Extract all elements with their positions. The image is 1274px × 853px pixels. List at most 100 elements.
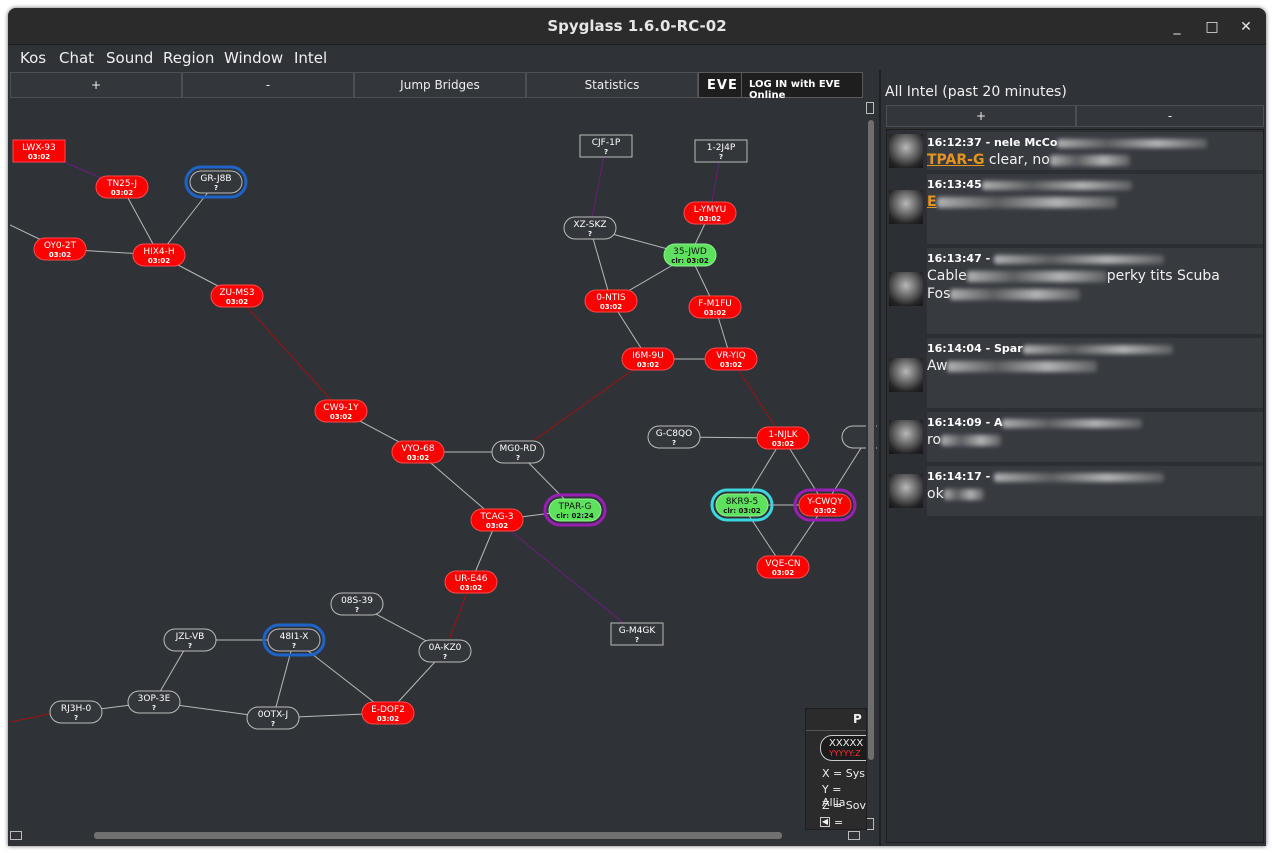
- system-node[interactable]: TCAG-303:02: [470, 508, 524, 532]
- minimize-icon[interactable]: _: [1173, 19, 1181, 35]
- system-timer: 03:02: [377, 715, 399, 723]
- system-node[interactable]: 1-2J4P?: [694, 139, 748, 163]
- menu-intel[interactable]: Intel: [294, 49, 328, 67]
- message-separator: -: [981, 342, 994, 355]
- zoom-in-button[interactable]: +: [10, 72, 182, 98]
- system-node-shape: [621, 347, 675, 371]
- intel-message-list[interactable]: 16:12:37 - nele McCo TPAR-G clear, no 16…: [886, 129, 1264, 843]
- system-timer: 03:02: [148, 257, 170, 265]
- avatar[interactable]: [889, 190, 923, 224]
- title-bar[interactable]: Spyglass 1.6.0-RC-02 _ □ ✕: [8, 8, 1266, 45]
- jump-bridges-button[interactable]: Jump Bridges: [354, 72, 526, 98]
- connection-line: [730, 358, 784, 439]
- system-node[interactable]: 3OP-3E?: [127, 690, 181, 714]
- system-node[interactable]: 0OTX-J?: [246, 706, 300, 730]
- intel-add-button[interactable]: +: [886, 105, 1076, 127]
- system-node[interactable]: TN25-J03:02: [95, 175, 149, 199]
- system-node[interactable]: XZ-SKZ?: [563, 216, 617, 240]
- legend-line-x: X = Sys: [822, 767, 865, 780]
- splitter[interactable]: [879, 70, 881, 846]
- statistics-button[interactable]: Statistics: [526, 72, 698, 98]
- avatar[interactable]: [889, 420, 923, 454]
- scroll-left-arrow-icon[interactable]: [10, 831, 22, 840]
- intel-message[interactable]: 16:12:37 - nele McCo TPAR-G clear, no: [927, 132, 1263, 170]
- eve-logo: EVE: [707, 78, 738, 93]
- message-time: 16:14:09: [927, 416, 982, 429]
- map-horizontal-scrollbar[interactable]: [10, 830, 868, 842]
- maximize-icon[interactable]: □: [1205, 19, 1219, 35]
- system-name: 0A-KZ0: [429, 643, 462, 653]
- system-name: VQE-CN: [765, 559, 800, 569]
- system-link[interactable]: E: [927, 194, 937, 210]
- eve-separator: [741, 73, 742, 97]
- intel-message[interactable]: 16:14:17 - ok: [927, 466, 1263, 516]
- system-node[interactable]: RJ3H-0?: [49, 700, 103, 724]
- system-node-shape: [647, 425, 701, 449]
- menu-chat[interactable]: Chat: [59, 49, 95, 67]
- zoom-out-button[interactable]: -: [182, 72, 354, 98]
- intel-remove-button[interactable]: -: [1076, 105, 1264, 127]
- avatar[interactable]: [889, 474, 923, 508]
- menu-sound[interactable]: Sound: [106, 49, 154, 67]
- vertical-scroll-thumb[interactable]: [868, 120, 874, 760]
- system-timer: 03:02: [226, 298, 248, 306]
- message-author: A: [993, 416, 1003, 429]
- menu-region[interactable]: Region: [163, 49, 215, 67]
- out-arrow-icon: ◀: [820, 817, 830, 827]
- system-node[interactable]: 48I1-X?: [262, 623, 326, 657]
- system-node[interactable]: MG0-RD?: [491, 440, 545, 464]
- redacted-text: [941, 434, 1002, 446]
- system-node[interactable]: GR-J8B?: [184, 165, 248, 199]
- avatar[interactable]: [889, 358, 923, 392]
- horizontal-scroll-thumb[interactable]: [94, 832, 782, 839]
- scroll-down-arrow-icon[interactable]: [866, 818, 874, 830]
- intel-message[interactable]: 16:14:04 - Spar Aw: [927, 338, 1263, 408]
- system-node[interactable]: 08S-39?: [330, 592, 384, 616]
- menu-window[interactable]: Window: [224, 49, 284, 67]
- system-highlight-ring: [262, 623, 326, 657]
- message-text: Cable: [927, 268, 967, 284]
- system-node[interactable]: 0A-KZ0?: [418, 639, 472, 663]
- system-link[interactable]: TPAR-G: [927, 152, 985, 168]
- scroll-right-arrow-icon[interactable]: [848, 831, 860, 840]
- avatar[interactable]: [889, 272, 923, 306]
- system-node[interactable]: JZL-VB?: [163, 628, 217, 652]
- system-name: 35-JWD: [673, 247, 707, 257]
- system-name: Y-CWQY: [806, 497, 843, 507]
- menu-kos[interactable]: Kos: [20, 49, 47, 67]
- avatar[interactable]: [889, 134, 923, 168]
- eve-login-button[interactable]: EVE LOG IN with EVE Online: [698, 72, 863, 101]
- scroll-up-arrow-icon[interactable]: [866, 102, 874, 114]
- intel-message[interactable]: 16:14:09 - A ro: [927, 412, 1263, 462]
- close-icon[interactable]: ✕: [1240, 19, 1252, 35]
- map-vertical-scrollbar[interactable]: [866, 102, 876, 830]
- system-node[interactable]: HIX4-H03:02: [132, 243, 186, 267]
- system-node[interactable]: G-C8QO?: [647, 425, 701, 449]
- system-node[interactable]: G-M4GK?: [610, 622, 664, 646]
- system-node[interactable]: CJF-1P?: [579, 134, 633, 158]
- intel-message[interactable]: 16:13:45 E: [927, 174, 1263, 244]
- message-header: 16:14:17 -: [927, 470, 1164, 483]
- system-highlight-ring: [710, 488, 774, 522]
